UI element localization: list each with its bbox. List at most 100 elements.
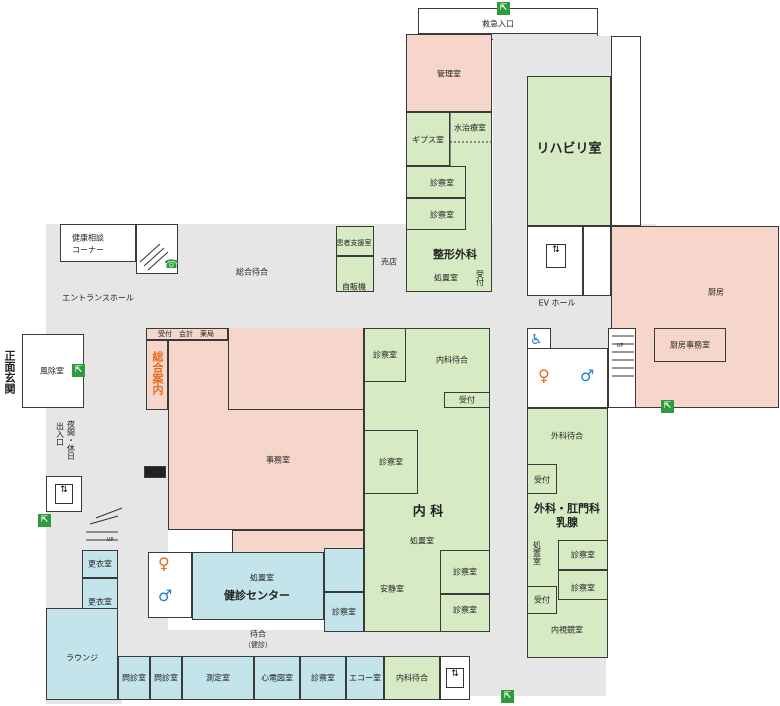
internal-waiting-label: 内科待合: [436, 355, 468, 365]
up-label: UP: [616, 343, 624, 349]
lounge: [46, 608, 118, 700]
emergency-entrance-label: 救急入口: [482, 19, 514, 29]
im-exam-room-1: [364, 328, 406, 382]
emergency-exit-icon: ⇱: [661, 400, 674, 413]
surgery-block: [527, 408, 608, 658]
surgery-exam-room-2: [558, 570, 608, 600]
emergency-exit-icon: ⇱: [501, 690, 514, 703]
im-exam-room-3: [440, 550, 490, 594]
lounge-label: ラウンジ: [66, 653, 98, 663]
kitchen-office: [654, 328, 726, 362]
ortho-reception-label: 受付: [475, 270, 485, 286]
hydrotherapy-label: 水治療室: [454, 123, 486, 133]
surgery-exam-room-1: [558, 540, 608, 570]
elevator-icon: ⇅: [55, 484, 73, 504]
stair-north: [583, 226, 611, 296]
hc-upper-room: [324, 548, 364, 592]
im-exam-room-3-label: 診察室: [453, 567, 477, 577]
surgery-reception-2-label: 受付: [534, 595, 550, 605]
interview-room-1-label: 問診室: [122, 673, 146, 683]
reception-accounting-pharmacy-label: 受付 会計 薬局: [158, 330, 214, 338]
surgery-exam-room-1-label: 診察室: [571, 550, 595, 560]
im-exam-room-1-label: 診察室: [373, 350, 397, 360]
rehab-room: [527, 76, 611, 226]
hc-toilets: [148, 552, 192, 618]
locker-room-1-label: 更衣室: [88, 559, 112, 569]
im-reception: [444, 392, 490, 408]
cast-room-label: ギプス室: [412, 135, 444, 145]
patient-support-room: [336, 226, 374, 256]
kitchen-label: 厨房: [708, 287, 724, 297]
windbreak-room: [22, 334, 84, 408]
patient-support-label: 患者支援室: [336, 239, 372, 247]
female-toilet-icon: ♀: [158, 554, 170, 573]
wheelchair-icon: ♿: [530, 332, 543, 348]
office-pillar: [144, 466, 166, 478]
echo-room: [346, 656, 384, 700]
south-exam-room-label: 診察室: [311, 673, 335, 683]
im-treatment-label: 処置室: [410, 536, 434, 546]
ortho-treatment-label: 処置室: [434, 273, 458, 283]
elevator-north: [527, 226, 583, 296]
south-internal-waiting: [384, 656, 440, 700]
measurement-room-label: 測定室: [206, 673, 230, 683]
surgery-proctology-label: 外科・肛門科: [534, 502, 600, 515]
entrance-hall-label: エントランスホール: [62, 293, 134, 303]
surgery-treatment-label: 処置室: [532, 541, 542, 565]
breast-label: 乳腺: [556, 516, 578, 529]
surgery-reception-label: 受付: [534, 475, 550, 485]
elevator-icon: ⇅: [546, 244, 566, 268]
ecg-room: [254, 656, 300, 700]
im-reception-label: 受付: [459, 395, 475, 405]
hc-exam-room-label: 診察室: [332, 607, 356, 617]
north-right-shaft: [611, 36, 641, 226]
health-center: [192, 552, 324, 620]
south-exam-room: [300, 656, 346, 700]
elevator-icon: ⇅: [446, 668, 464, 688]
west-stair: [136, 224, 178, 274]
kitchen: [611, 226, 779, 408]
hc-checkup-label: （健診）: [244, 641, 272, 649]
surgery-exam-room-2-label: 診察室: [571, 583, 595, 593]
ortho-exam-room-1: [406, 166, 466, 198]
ev-hall-label: EV ホール: [538, 298, 576, 308]
interview-room-2: [150, 656, 182, 700]
hc-treatment-label: 処置室: [250, 573, 274, 583]
night-holiday-label: 夜間・休日: [66, 420, 76, 460]
surgery-waiting-label: 外科待合: [551, 431, 583, 441]
health-consult-label: 健康相談: [72, 233, 104, 243]
im-exam-room-4: [440, 594, 490, 632]
office-label: 事務室: [266, 455, 290, 465]
rehab-room-label: リハビリ室: [536, 141, 602, 157]
corner-label: コーナー: [72, 245, 104, 255]
im-exam-room-2-label: 診察室: [379, 457, 403, 467]
echo-room-label: エコー室: [349, 673, 381, 683]
south-internal-waiting-label: 内科待合: [396, 673, 428, 683]
endoscopy-label: 内視鏡室: [551, 625, 583, 635]
phone-icon: ☎: [164, 257, 179, 271]
health-center-label: 健診センター: [224, 589, 290, 602]
vending-label: 自販機: [342, 282, 366, 292]
internal-medicine-label: 内 科: [412, 504, 444, 520]
exit-entrance-label: 出入口: [55, 422, 65, 446]
ecg-room-label: 心電図室: [261, 673, 293, 683]
health-consult-corner: [60, 224, 136, 262]
interview-room-2-label: 問診室: [154, 673, 178, 683]
admin-room-label: 管理室: [437, 69, 461, 79]
toilet-area: [527, 348, 608, 408]
interview-room-1: [118, 656, 150, 700]
male-toilet-icon: ♂: [580, 366, 595, 385]
admin-room: [406, 34, 492, 112]
surgery-reception: [527, 464, 557, 494]
vending-area: [336, 256, 374, 292]
emergency-exit-icon: ⇱: [72, 364, 85, 377]
im-exam-room-4-label: 診察室: [453, 605, 477, 615]
hc-waiting-label: 待合: [250, 629, 266, 639]
emergency-exit-icon: ⇱: [497, 2, 510, 15]
windbreak-label: 風除室: [40, 366, 64, 376]
hc-exam-room: [324, 592, 364, 632]
shop-label: 売店: [381, 257, 397, 267]
emergency-exit-icon: ⇱: [38, 514, 51, 527]
cast-room: [406, 112, 450, 166]
